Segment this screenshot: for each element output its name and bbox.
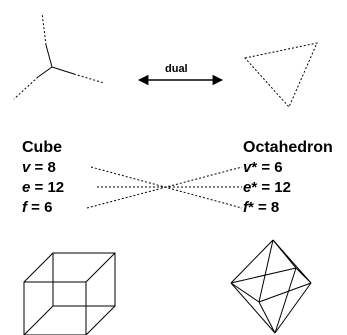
cube-figure [23,252,116,335]
correspondence-lines [86,166,243,209]
edge-value: = 12 [30,179,65,196]
octahedron-vertex-count: v* = 6 [243,159,283,176]
vertex-star-figure [13,12,105,100]
octahedron-face-count: f* = 8 [243,199,279,216]
f-to-v-link [86,166,243,209]
cube-face-count: f = 6 [22,199,52,216]
cube-vertex-count: v = 8 [22,159,56,176]
octahedron-figure [230,239,312,334]
face-symbol: f [22,199,27,216]
dual-face-value: * = 8 [248,199,280,216]
edge-symbol: e [22,179,31,196]
cube-edge-count: e = 12 [22,179,64,196]
octahedron-edge-count: e* = 12 [243,179,291,196]
dashed-triangle-figure [244,42,318,108]
dual-label: dual [165,63,188,75]
vertex-value: = 8 [30,159,56,176]
face-value: = 6 [27,199,53,216]
vertex-symbol: v [22,159,31,176]
cube-heading: Cube [22,139,62,156]
octahedron-heading: Octahedron [243,139,333,156]
dual-edge-symbol: e [243,179,252,196]
dual-edge-value: * = 12 [251,179,291,196]
dual-vertex-value: * = 6 [251,159,283,176]
dual-face-symbol: f [243,199,248,216]
dual-vertex-symbol: v [243,159,252,176]
